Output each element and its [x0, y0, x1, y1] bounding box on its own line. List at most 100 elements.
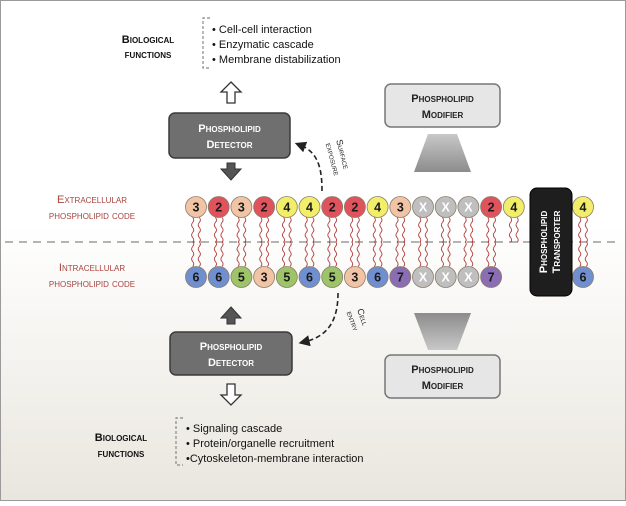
lipid-tail: [281, 217, 286, 243]
inner-headgroup-label: X: [442, 271, 451, 285]
lipid-tail: [333, 241, 338, 267]
lipid-tail: [327, 217, 331, 243]
outer-headgroup: [480, 196, 503, 218]
inner-headgroup: [230, 266, 253, 288]
outer-headgroup: [457, 196, 480, 218]
inner-headgroup: [253, 266, 276, 288]
inner-headgroup: [207, 266, 230, 288]
top-functions-title-line1: Biological: [122, 34, 174, 46]
bottom-function-item: • Signaling cascade: [186, 423, 282, 435]
outer-headgroup: [434, 196, 457, 218]
lipid-tail: [259, 241, 263, 267]
lipid-tail: [350, 217, 354, 243]
inner-headgroup: [434, 266, 457, 288]
inner-headgroup-label: 6: [580, 271, 587, 285]
outer-headgroup: [185, 196, 207, 218]
inner-headgroup-label: 6: [374, 271, 381, 285]
lipid-tail: [395, 217, 399, 243]
extracellular-label-line1: Extracellular: [57, 194, 127, 206]
inner-headgroup-label: 6: [215, 271, 222, 285]
bottom-function-item: •Cytoskeleton-membrane interaction: [186, 453, 364, 465]
inner-headgroup-label: X: [464, 271, 473, 285]
lipid-tail: [191, 241, 195, 267]
top-function-item: • Membrane distabilization: [212, 54, 341, 66]
outer-headgroup-label: 2: [261, 201, 268, 215]
detector-bottom-line1: Phospholipid: [200, 341, 263, 353]
lipid-tail: [350, 241, 354, 267]
outer-headgroup-label: 4: [580, 201, 587, 215]
lipid-tail: [197, 241, 201, 267]
bottom-function-item: • Protein/organelle recruitment: [186, 438, 334, 450]
inner-headgroup-label: 5: [283, 271, 290, 285]
lipid-tail: [327, 241, 331, 267]
lipid-tail: [213, 241, 217, 267]
lipid-tail: [197, 217, 201, 243]
lipid-tail: [191, 217, 195, 243]
modifier-top-line1: Phospholipid: [411, 93, 474, 105]
outer-headgroup: [230, 196, 253, 218]
inner-headgroup-label: 5: [329, 271, 336, 285]
intracellular-label-line1: Intracellular: [59, 262, 125, 274]
outer-headgroup: [343, 196, 366, 218]
lipid-tail: [463, 217, 467, 243]
lipid-tail: [333, 217, 338, 243]
inner-headgroup: [343, 266, 366, 288]
phospholipid-detector-bottom: Phospholipid Detector: [169, 331, 293, 376]
modifier-bottom-box: [384, 354, 501, 399]
inner-headgroup: [321, 266, 344, 288]
bottom-functions-title-line1: Biological: [95, 432, 147, 444]
top-functions-title-line2: functions: [125, 49, 172, 61]
lipid-tail: [470, 217, 474, 243]
outer-headgroup-label: X: [442, 201, 451, 215]
outer-headgroup: [207, 196, 230, 218]
outer-headgroup-label: 4: [374, 201, 381, 215]
outer-headgroup-label: 3: [238, 201, 245, 215]
outer-headgroup: [253, 196, 276, 218]
detector-top-line2: Detector: [206, 139, 252, 151]
inner-headgroup: [298, 266, 321, 288]
lipid-tail: [402, 217, 406, 243]
outer-headgroup-label: 2: [351, 201, 358, 215]
up-outline-arrow-icon: [219, 81, 243, 104]
phospholipid-modifier-bottom: Phospholipid Modifier: [384, 313, 501, 399]
lipid-tail: [440, 217, 444, 243]
down-solid-arrow-icon: [219, 162, 243, 181]
lipid-tail: [379, 241, 383, 267]
outer-headgroup: [298, 196, 321, 218]
lipid-tail: [220, 241, 224, 267]
lipid-tail: [424, 241, 428, 267]
lipid-tail: [402, 241, 406, 267]
inner-headgroup-label: X: [419, 271, 428, 285]
top-functions-bracket: [202, 17, 210, 69]
detector-top-line1: Phospholipid: [198, 123, 261, 135]
lipid-tail: [578, 217, 582, 243]
top-functions: Biological functions • Cell-cell interac…: [122, 17, 341, 69]
lipid-tail: [492, 217, 496, 243]
lipid-tail: [243, 241, 247, 267]
outer-headgroup: [412, 196, 434, 218]
phospholipid-detector-top: Phospholipid Detector: [168, 112, 291, 159]
outer-headgroup-label: 2: [215, 201, 222, 215]
lipid-tail: [440, 241, 444, 267]
lipid-tail: [220, 217, 224, 243]
lipid-tail: [578, 241, 582, 267]
outer-headgroup: [366, 196, 389, 218]
intracellular-label-line2: phospholipid code: [49, 278, 135, 290]
inner-headgroup-label: 7: [397, 271, 404, 285]
cell-entry-arrow: [298, 292, 339, 347]
modifier-bottom-line1: Phospholipid: [411, 364, 474, 376]
detector-bottom-box: [169, 331, 293, 376]
outer-headgroup-label: 2: [488, 201, 495, 215]
outer-headgroup-label: X: [419, 201, 428, 215]
phospholipid-transporter: Phospholipid Transporter: [529, 187, 573, 297]
inner-headgroup-label: 3: [261, 271, 268, 285]
inner-headgroup: [275, 266, 298, 288]
inner-headgroup-label: 6: [193, 271, 200, 285]
modifier-top-cone: [414, 134, 471, 172]
surface-exposure-arrow: [294, 141, 323, 192]
phospholipid-modifier-top: Phospholipid Modifier: [384, 83, 501, 172]
inner-headgroup: [480, 266, 503, 288]
inner-headgroup: [389, 266, 412, 288]
